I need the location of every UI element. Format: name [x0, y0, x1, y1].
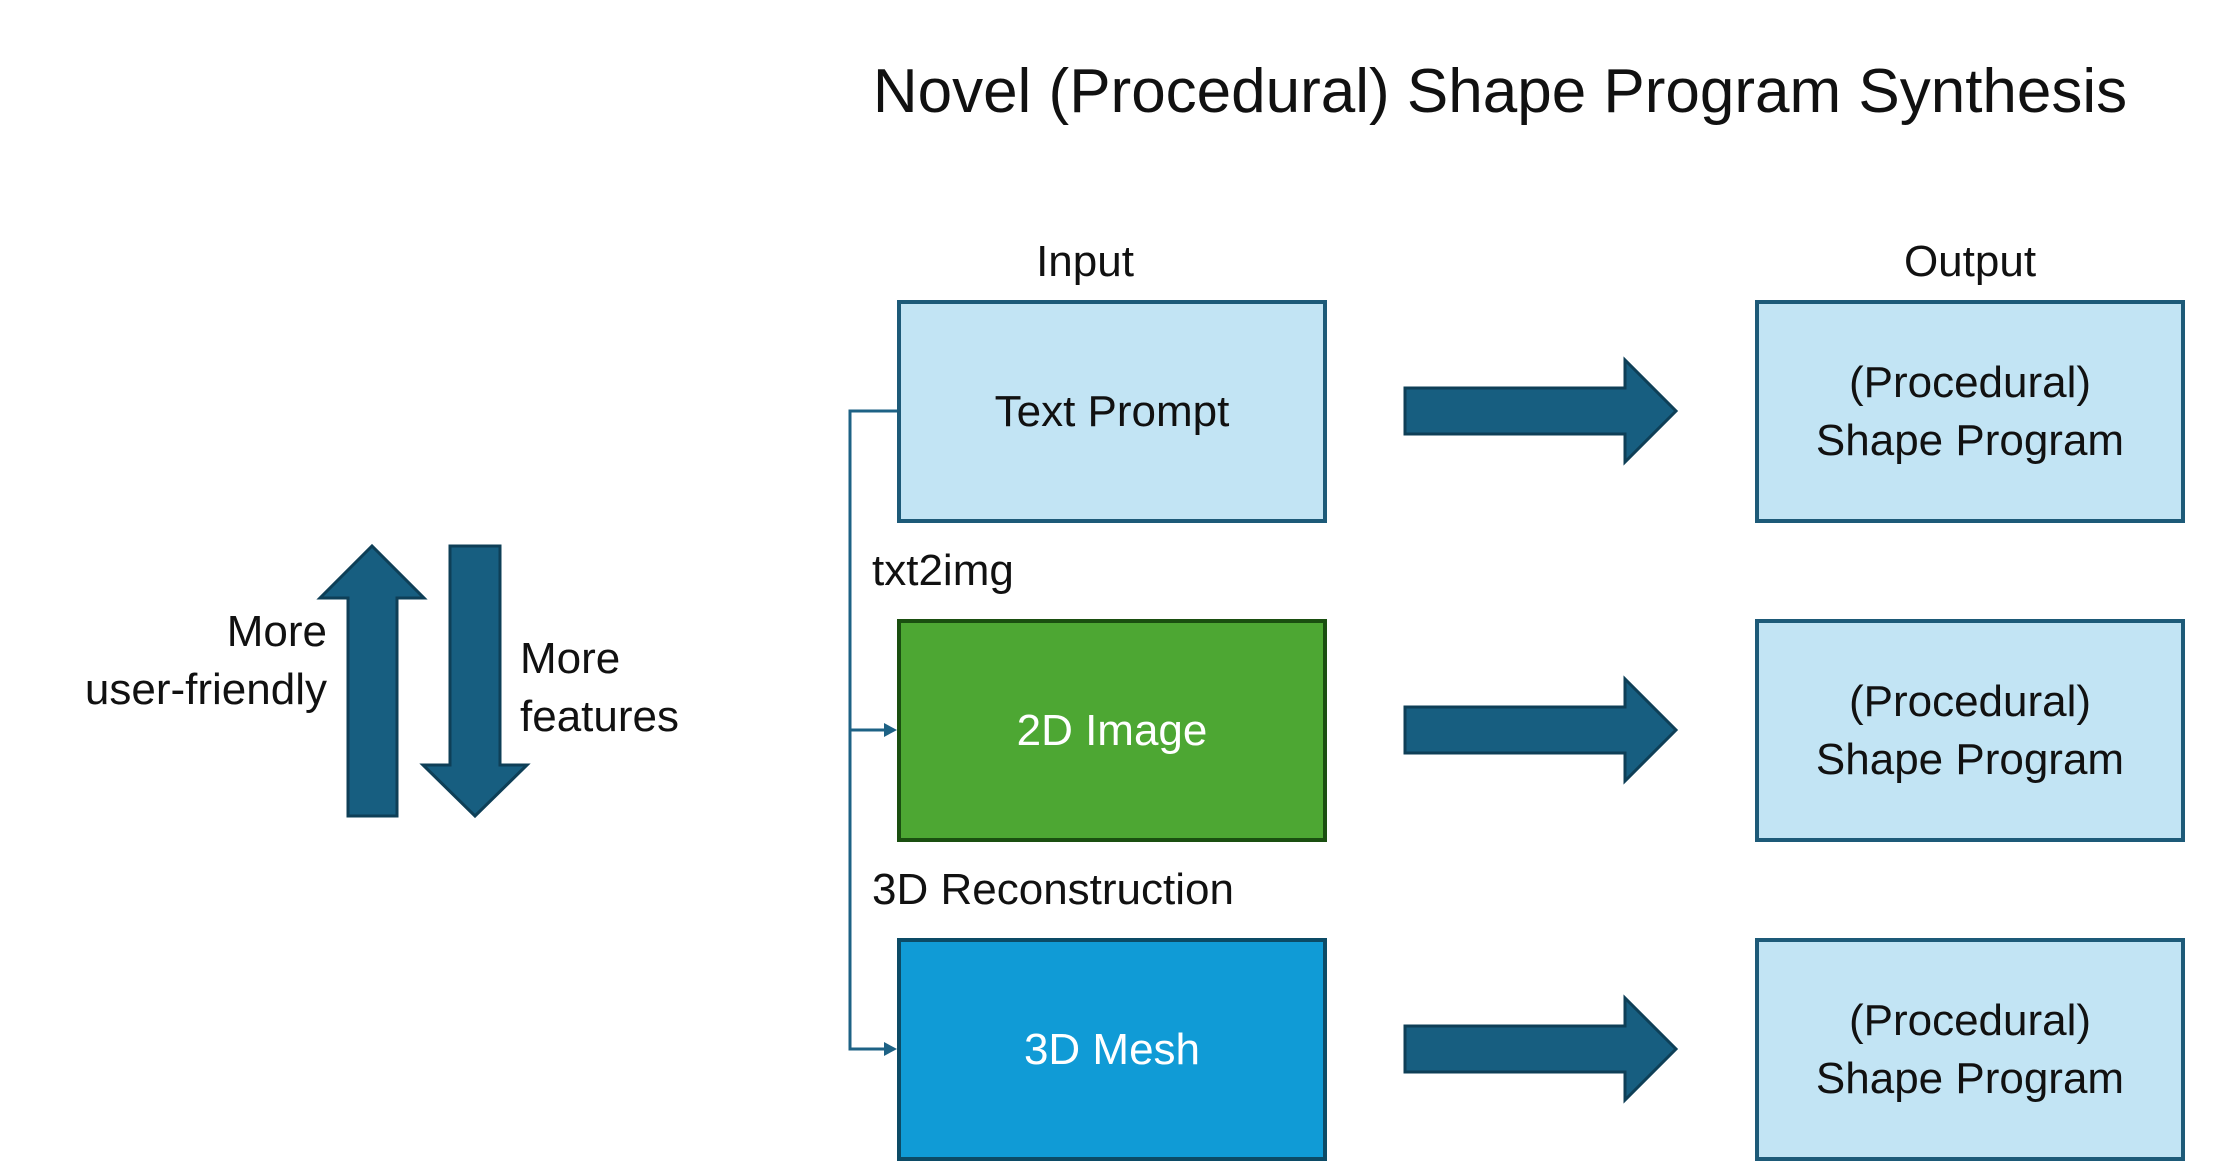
user-friendly-line1: More	[226, 607, 327, 656]
output-2-line1: (Procedural)	[1848, 676, 2092, 726]
user-friendly-line2: user-friendly	[84, 665, 327, 714]
output-1-line2: Shape Program	[1815, 415, 2125, 465]
diagram-title: Novel (Procedural) Shape Program Synthes…	[872, 57, 2128, 126]
output-box-2: (Procedural) Shape Program	[1755, 619, 2185, 842]
mesh-3d-label: 3D Mesh	[1023, 1024, 1201, 1074]
connector-arrowhead-mesh	[884, 1042, 897, 1056]
text-prompt-label: Text Prompt	[994, 386, 1230, 436]
input-column-label: Input	[1036, 237, 1134, 286]
output-1-line1: (Procedural)	[1848, 357, 2092, 407]
user-friendly-text: More user-friendly	[40, 603, 327, 719]
txt2img-label: txt2img	[872, 546, 1014, 595]
connector-arrowhead-image	[884, 723, 897, 737]
connector-text-to-image	[848, 409, 897, 732]
text-prompt-box: Text Prompt	[897, 300, 1327, 523]
image-2d-label: 2D Image	[1016, 705, 1208, 755]
output-column-label: Output	[1903, 237, 2037, 286]
down-arrow-icon	[419, 544, 531, 819]
features-line1: More	[520, 634, 621, 683]
features-text: More features	[520, 630, 679, 746]
output-2-line2: Shape Program	[1815, 734, 2125, 784]
reconstruction-label: 3D Reconstruction	[872, 865, 1234, 914]
block-arrow-row-2	[1403, 675, 1679, 785]
output-box-1: (Procedural) Shape Program	[1755, 300, 2185, 523]
block-arrow-row-1	[1403, 356, 1679, 466]
connector-text-to-mesh	[848, 730, 886, 1051]
output-3-line1: (Procedural)	[1848, 995, 2092, 1045]
mesh-3d-box: 3D Mesh	[897, 938, 1327, 1161]
image-2d-box: 2D Image	[897, 619, 1327, 842]
features-line2: features	[520, 692, 679, 741]
output-box-3: (Procedural) Shape Program	[1755, 938, 2185, 1161]
up-arrow-icon	[316, 543, 428, 818]
block-arrow-row-3	[1403, 994, 1679, 1104]
output-3-line2: Shape Program	[1815, 1053, 2125, 1103]
